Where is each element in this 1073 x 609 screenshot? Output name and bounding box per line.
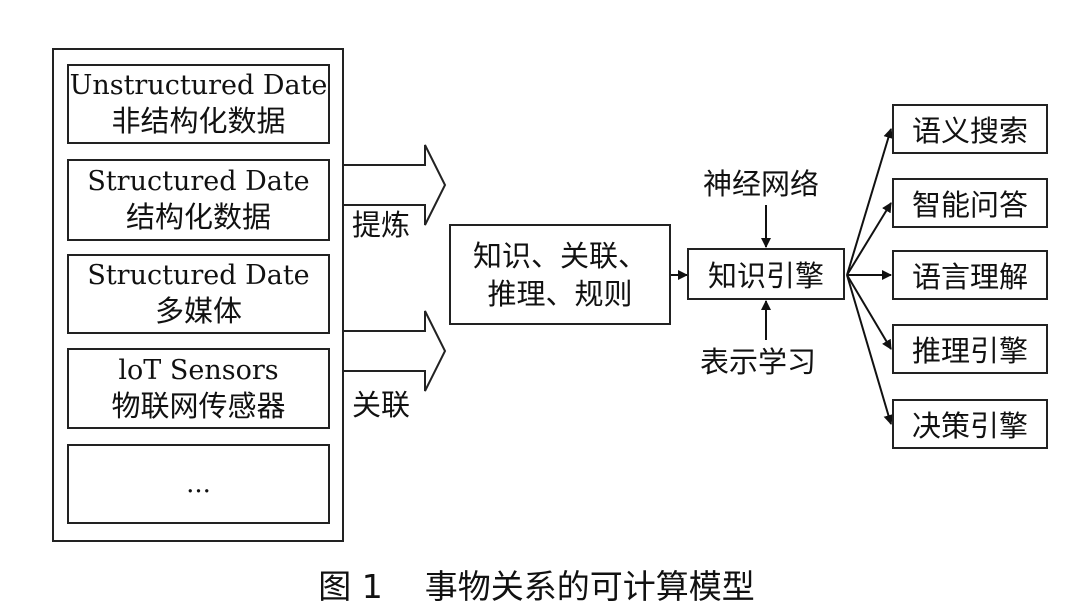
output-label: 推理引擎	[911, 334, 1028, 368]
source-en-label: Structured Date	[87, 260, 310, 291]
source-zh-label: 非结构化数据	[111, 104, 286, 138]
source-structured: Structured Date 结构化数据	[67, 159, 330, 241]
source-zh-label: 结构化数据	[125, 200, 271, 234]
representation-learning-label: 表示学习	[700, 345, 817, 379]
source-iot-sensors: loT Sensors 物联网传感器	[67, 348, 330, 429]
extract-arrow	[342, 144, 447, 226]
source-more-label: ...	[186, 469, 211, 499]
engine-to-output-arrow	[846, 202, 892, 276]
output-semantic-search: 语义搜索	[892, 104, 1048, 154]
output-qa: 智能问答	[892, 178, 1048, 228]
knowledge-engine-box: 知识引擎	[687, 248, 845, 300]
source-multimedia: Structured Date 多媒体	[67, 254, 330, 334]
knowledge-box: 知识、关联、 推理、规则	[449, 224, 671, 325]
output-label: 语言理解	[911, 260, 1028, 294]
output-decision-engine: 决策引擎	[892, 399, 1048, 449]
associate-label: 关联	[352, 388, 411, 422]
neural-network-label: 神经网络	[703, 167, 820, 201]
output-language-understanding: 语言理解	[892, 250, 1048, 300]
output-label: 决策引擎	[911, 409, 1028, 443]
output-label: 智能问答	[911, 188, 1028, 222]
source-zh-label: 物联网传感器	[111, 388, 286, 423]
engine-to-output-arrow	[846, 274, 892, 350]
caption-title: 事物关系的可计算模型	[424, 567, 755, 606]
source-en-label: Unstructured Date	[69, 70, 328, 101]
source-en-label: Structured Date	[87, 166, 310, 197]
source-en-label: loT Sensors	[118, 354, 279, 386]
associate-arrow	[342, 310, 447, 392]
knowledge-line-1: 知识、关联、	[472, 238, 647, 273]
engine-to-output-arrow	[846, 274, 894, 425]
figure-caption: 图 1 事物关系的可计算模型	[0, 560, 1073, 608]
source-more: ...	[67, 444, 330, 524]
source-unstructured: Unstructured Date 非结构化数据	[67, 64, 330, 144]
engine-to-output-arrow	[846, 128, 894, 276]
caption-number: 图 1	[318, 567, 383, 606]
source-zh-label: 多媒体	[154, 294, 242, 328]
extract-label: 提炼	[352, 208, 411, 242]
output-label: 语义搜索	[911, 114, 1028, 148]
knowledge-engine-label: 知识引擎	[707, 259, 824, 293]
output-reasoning-engine: 推理引擎	[892, 324, 1048, 374]
knowledge-line-2: 推理、规则	[487, 276, 633, 311]
